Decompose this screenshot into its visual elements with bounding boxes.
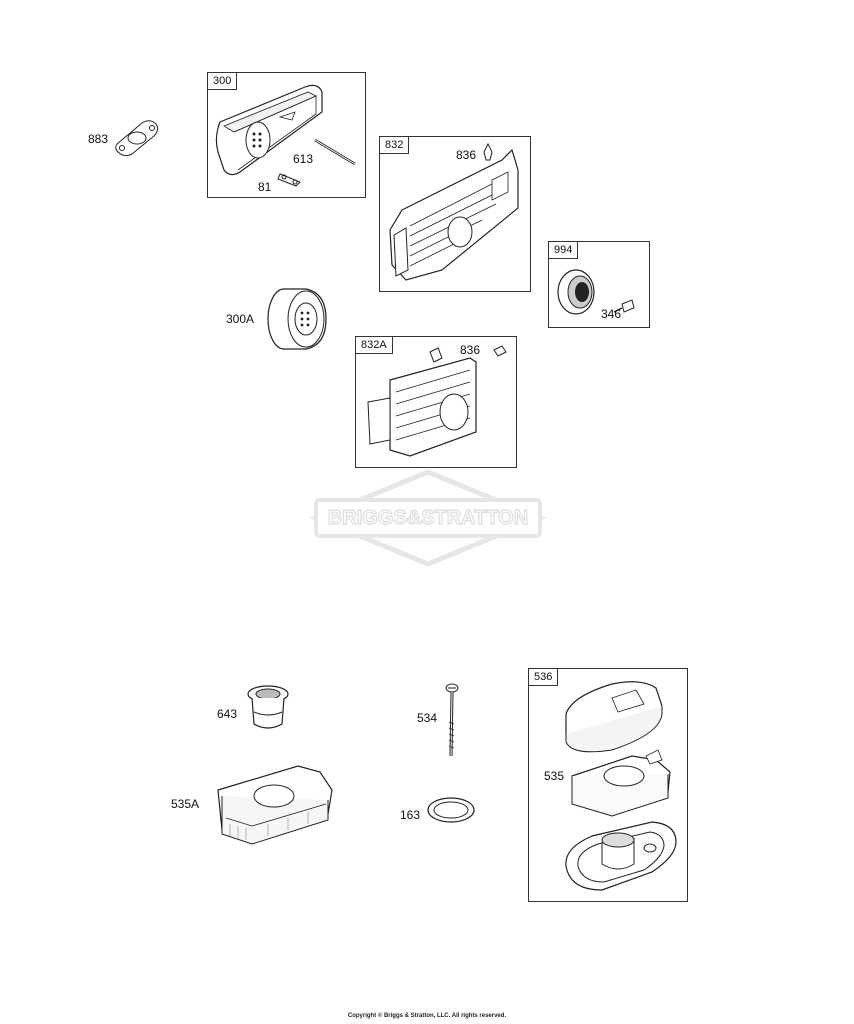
spark-arrestor-994-drawing [557,269,635,315]
label-535a: 535A [171,797,200,811]
seal-163-drawing [427,797,475,823]
box-994-tag: 994 [548,241,579,259]
label-836-lower: 836 [460,343,481,357]
box-994: 994 [548,241,650,328]
air-cleaner-assembly-536-drawing [565,681,677,891]
screw-534-drawing [445,683,459,757]
box-536: 536 [528,668,688,902]
air-filter-insert-643-drawing [247,685,289,729]
box-832-tag: 832 [379,136,410,154]
label-836-top: 836 [456,148,477,162]
label-300a: 300A [226,312,255,326]
box-300: 300 [207,72,366,198]
label-163: 163 [400,808,421,822]
label-643: 643 [217,707,238,721]
muffler-guard-832-drawing [389,142,519,281]
label-613: 613 [293,152,314,166]
pre-cleaner-535a-drawing [217,765,333,845]
muffler-300a-drawing [267,288,327,350]
muffler-guard-832a-drawing [367,345,507,457]
briggs-stratton-watermark-logo: BRIGGS&STRATTON [309,469,547,567]
box-536-tag: 536 [528,668,559,686]
watermark-text: BRIGGS&STRATTON [328,507,528,529]
box-832a: 832A [355,336,517,468]
label-346: 346 [601,307,622,321]
label-81: 81 [258,180,272,194]
box-832a-tag: 832A [355,336,393,354]
label-883: 883 [88,132,109,146]
box-300-tag: 300 [207,72,238,90]
copyright-notice: Copyright © Briggs & Stratton, LLC. All … [347,1013,507,1019]
box-832: 832 [379,136,531,292]
label-535: 535 [544,769,565,783]
label-534: 534 [417,711,438,725]
muffler-300-drawing [215,84,356,187]
gasket-883-drawing [115,120,159,157]
